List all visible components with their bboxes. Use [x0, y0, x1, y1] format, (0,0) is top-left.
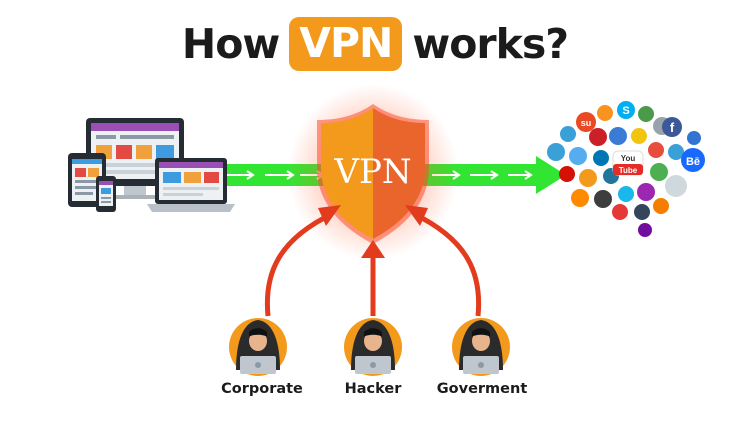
behance-glyph: Bē	[686, 156, 700, 168]
delicious-icon	[687, 131, 701, 145]
stumbleupon-icon	[576, 112, 596, 132]
stumbleupon-glyph: su	[581, 118, 592, 128]
title-works: works?	[412, 20, 569, 68]
share-icon	[638, 106, 654, 122]
desktop-monitor-icon	[86, 118, 184, 199]
title-vpn-badge: VPN	[289, 17, 403, 71]
threat-arrow-corporate	[264, 211, 334, 317]
threat-arrows	[264, 211, 482, 317]
digg-icon	[594, 190, 612, 208]
yahoo-icon	[638, 223, 652, 237]
grid-icon	[650, 163, 668, 181]
threat-label-corporate: Corporate	[221, 381, 303, 397]
windows-icon	[609, 127, 627, 145]
internet-services-cloud: You Tube f Bē su S	[547, 101, 705, 237]
shield-label: VPN	[333, 152, 411, 192]
page-title: How VPN works?	[0, 14, 750, 74]
mail-icon	[547, 143, 565, 161]
gear-icon	[648, 142, 664, 158]
laptop-icon	[147, 158, 235, 212]
behance-icon	[681, 148, 705, 172]
reddit-icon	[665, 175, 687, 197]
threat-arrowheads	[318, 205, 428, 258]
myspace-icon	[612, 204, 628, 220]
bird-icon	[579, 169, 597, 187]
lastfm-icon	[559, 166, 575, 182]
skype-glyph: S	[622, 105, 629, 117]
blogger-icon	[653, 198, 669, 214]
linkedin-icon	[593, 150, 609, 166]
twitter-icon	[569, 147, 587, 165]
phone-icon	[96, 176, 116, 212]
pinterest-icon	[589, 128, 607, 146]
threat-label-hacker: Hacker	[344, 381, 402, 397]
vpn-shield: VPN	[288, 84, 458, 260]
threat-avatar-goverment	[452, 318, 510, 376]
rss-icon	[597, 105, 613, 121]
picasa-icon	[637, 183, 655, 201]
threat-avatar-corporate	[229, 318, 287, 376]
facebook-glyph: f	[670, 120, 675, 135]
youtube-you-text: You	[621, 154, 636, 163]
threat-avatar-hacker	[344, 318, 402, 376]
cloud-icon	[571, 189, 589, 207]
skype-icon	[617, 101, 635, 119]
facebook-icon	[662, 117, 682, 137]
threat-label-goverment: Goverment	[436, 381, 528, 397]
youtube-tube-text: Tube	[619, 166, 638, 175]
devices-illustration	[68, 118, 235, 212]
threat-arrow-goverment	[412, 211, 482, 317]
chat-icon	[631, 128, 647, 144]
flickr-icon	[668, 144, 684, 160]
vimeo-icon	[618, 186, 634, 202]
tumblr-icon	[634, 204, 650, 220]
title-how: How	[181, 20, 280, 68]
globe-icon	[560, 126, 576, 142]
